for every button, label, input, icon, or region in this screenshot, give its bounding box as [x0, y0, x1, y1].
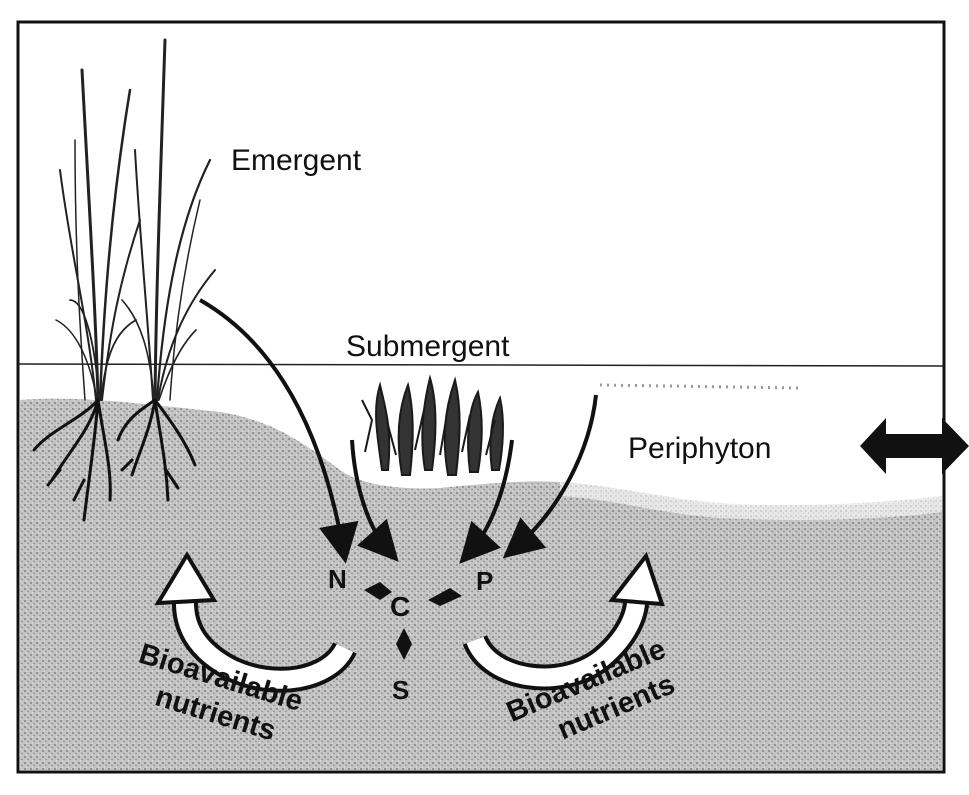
element-label-p: P [476, 566, 493, 596]
element-label-n: N [328, 564, 347, 594]
element-label-c: C [390, 591, 410, 622]
label-periphyton: Periphyton [628, 432, 771, 465]
element-label-s: S [392, 675, 409, 705]
label-emergent: Emergent [231, 144, 362, 177]
label-submergent: Submergent [346, 330, 510, 363]
